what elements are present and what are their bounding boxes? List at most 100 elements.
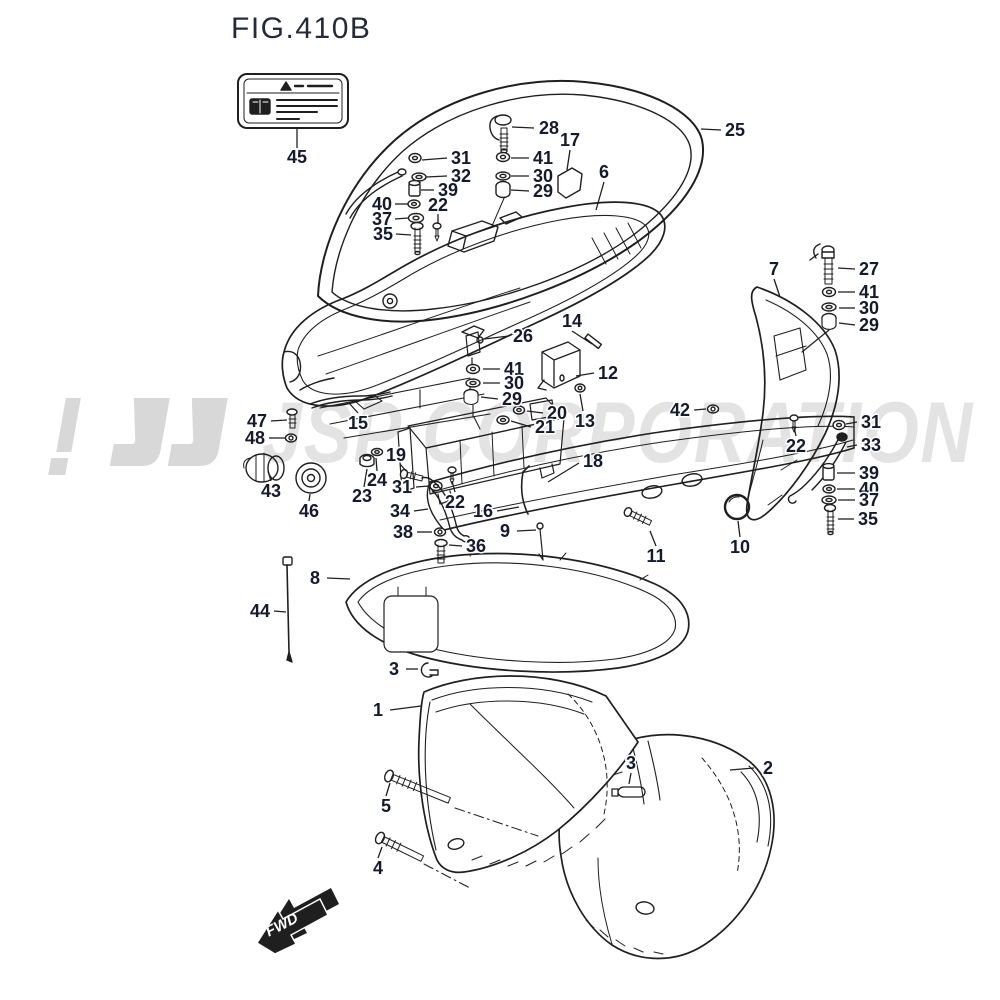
leader-line-25 [700, 128, 722, 131]
leader-line-2 [729, 767, 755, 771]
part-30-washer [495, 171, 511, 181]
part-number-46: 46 [299, 501, 319, 521]
leader-line-26 [483, 335, 510, 340]
part-22-screw-right [789, 414, 799, 433]
part-29-grommet [495, 180, 511, 199]
leader-line-35 [395, 233, 412, 236]
part-number-6: 6 [599, 162, 609, 182]
part-43-mount [243, 452, 285, 483]
part-number-31: 31 [451, 148, 471, 168]
part-17-pad [557, 167, 583, 199]
part-number-22: 22 [786, 436, 806, 456]
leader-line-29 [480, 396, 499, 400]
part-15-rod [309, 391, 393, 409]
leader-line-31 [845, 421, 858, 425]
leader-line-22 [793, 426, 797, 437]
part-number-36: 36 [466, 536, 486, 556]
part-number-35: 35 [858, 509, 878, 529]
leader-line-7 [773, 278, 781, 298]
part-3-clip-lower [611, 786, 646, 798]
part-number-25: 25 [725, 120, 745, 140]
part-11-bolt [623, 506, 653, 526]
part-number-14: 14 [562, 311, 582, 331]
part-23-grommet [359, 453, 375, 468]
leader-line-14 [571, 330, 593, 345]
part-8-lower-gasket [345, 547, 690, 673]
leader-line-10 [737, 520, 741, 538]
leader-line-36 [448, 544, 463, 547]
leader-line-27 [837, 267, 856, 270]
part-41-washer [495, 151, 511, 163]
part-22-screw-mid [447, 466, 457, 485]
part-32-bracket-rod [345, 168, 407, 219]
part-number-38: 38 [393, 522, 413, 542]
part-number-31: 31 [392, 477, 412, 497]
part-39-spacer-right [822, 462, 835, 481]
part-number-21: 21 [535, 417, 555, 437]
leader-line-31 [421, 157, 448, 161]
leader-line-13 [579, 393, 584, 412]
part-number-32: 32 [451, 166, 471, 186]
part-number-7: 7 [769, 259, 779, 279]
warning-triangle-icon [280, 81, 292, 91]
leader-line-33 [846, 444, 858, 448]
part-36-bolt [434, 538, 448, 564]
part-number-3: 3 [389, 659, 399, 679]
part-41-washer-right [821, 286, 837, 298]
leader-line-47 [270, 419, 288, 422]
part-number-10: 10 [730, 537, 750, 557]
part-number-29: 29 [533, 181, 553, 201]
leader-line-19 [399, 463, 407, 472]
part-number-40: 40 [859, 479, 879, 499]
leader-line-37 [394, 217, 409, 220]
part-number-43: 43 [261, 481, 281, 501]
part-40-nut-right [822, 484, 836, 494]
part-number-2: 2 [763, 758, 773, 778]
part-number-12: 12 [598, 363, 618, 383]
leader-line-46 [308, 493, 311, 502]
leader-line-44 [273, 610, 287, 613]
leader-line-5 [385, 782, 391, 797]
leader-line-20 [526, 410, 544, 414]
warning-label-sticker [237, 73, 349, 129]
leader-line-15 [348, 402, 359, 414]
part-number-37: 37 [859, 490, 879, 510]
part-48-nut [284, 433, 298, 443]
part-41-washer-mid [465, 363, 481, 375]
part-number-30: 30 [533, 166, 553, 186]
part-31-nut [408, 152, 422, 164]
part-number-3: 3 [626, 753, 636, 773]
part-28-hook-bolt [489, 114, 512, 227]
fwd-arrow-icon: FWD [256, 888, 339, 955]
center-mount-bracket [397, 397, 565, 505]
leader-line-23 [363, 468, 368, 488]
part-number-17: 17 [560, 130, 580, 150]
part-44-cable-tie [282, 556, 293, 663]
part-number-26: 26 [513, 326, 533, 346]
part-6-lower-cover [281, 201, 666, 407]
part-25-upper-seal-ring [317, 79, 704, 323]
leader-line-4 [377, 846, 383, 859]
leader-line-11 [649, 530, 657, 547]
part-number-34: 34 [390, 501, 410, 521]
part-number-29: 29 [502, 389, 522, 409]
part-24-washer [370, 447, 384, 457]
leader-line-8 [326, 577, 351, 580]
part-number-5: 5 [381, 796, 391, 816]
part-30-washer-mid [465, 378, 481, 388]
part-number-47: 47 [247, 411, 267, 431]
leader-line-17 [566, 149, 571, 171]
part-9-pin [536, 522, 544, 561]
leader-line-43 [267, 470, 272, 482]
part-number-48: 48 [245, 428, 265, 448]
part-number-41: 41 [504, 359, 524, 379]
part-20-nut [512, 405, 526, 415]
part-number-1: 1 [373, 700, 383, 720]
part-number-11: 11 [646, 546, 665, 566]
leader-line-34 [413, 508, 429, 512]
part-number-30: 30 [504, 373, 524, 393]
leader-line-9 [516, 529, 537, 532]
part-number-19: 19 [386, 445, 406, 465]
